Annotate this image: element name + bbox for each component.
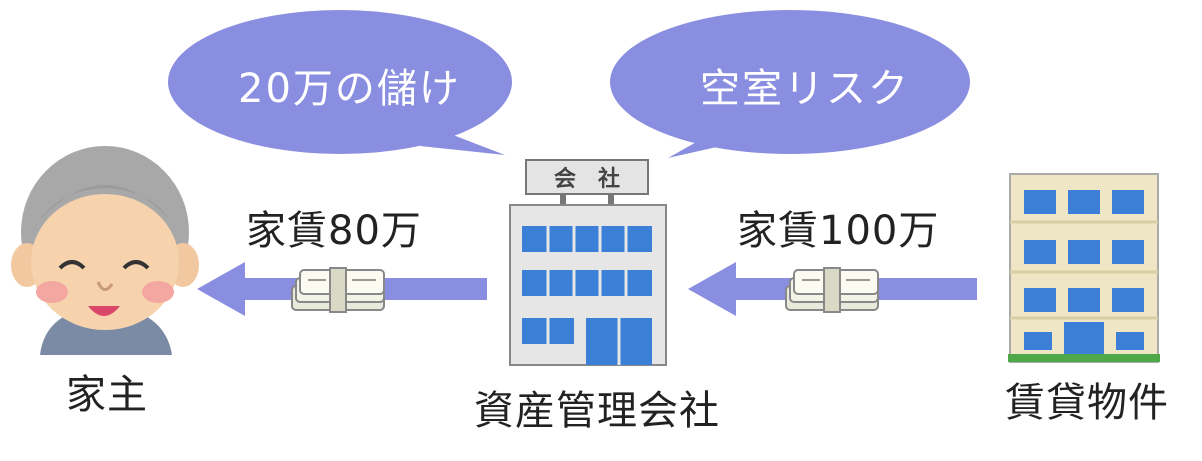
company-building-icon: 会 社 (509, 159, 667, 366)
company-label: 資産管理会社 (474, 388, 720, 434)
money-stack-icon-left (291, 267, 385, 313)
property-label: 賃貸物件 (1005, 380, 1169, 426)
money-stack-icon-right (785, 267, 879, 313)
company-sign-text: 会 社 (554, 166, 620, 192)
rent-label-left: 家賃80万 (246, 208, 422, 254)
bubble-text-vacancy-risk: 空室リスク (700, 66, 910, 112)
owner-avatar-icon (11, 146, 199, 355)
rental-property-icon (1008, 173, 1160, 363)
rent-label-right: 家賃100万 (737, 208, 940, 254)
bubble-text-profit: 20万の儲け (238, 66, 461, 112)
owner-label: 家主 (66, 372, 148, 418)
speech-bubble-left (168, 10, 512, 155)
speech-bubble-right (610, 10, 970, 158)
